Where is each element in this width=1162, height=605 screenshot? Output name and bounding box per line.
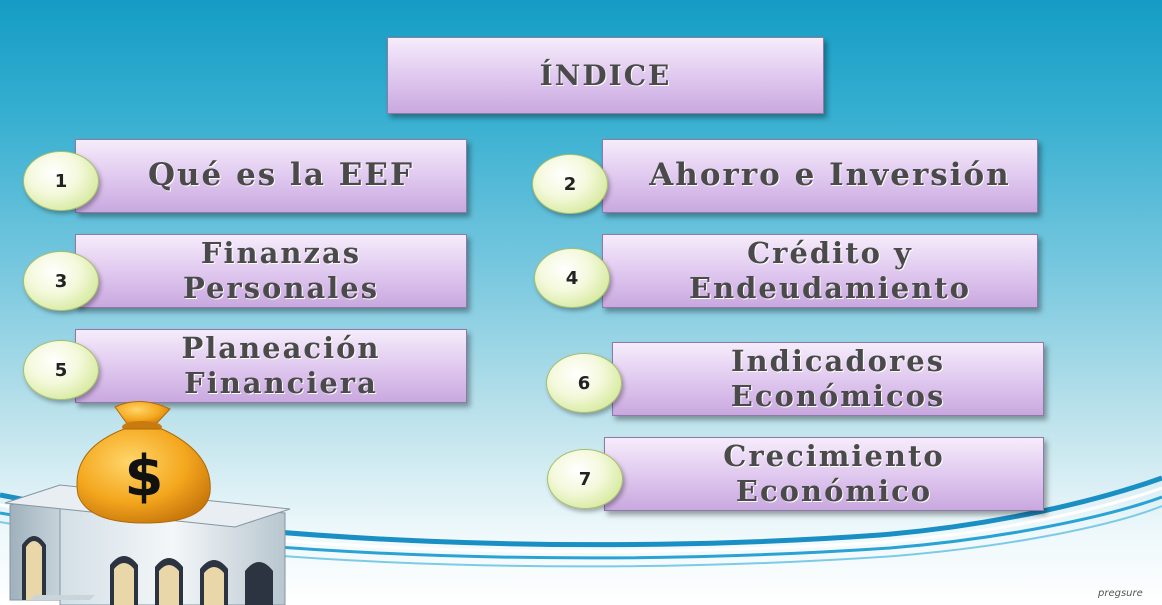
dollar-sign: $ <box>125 444 164 509</box>
index-item-credito-y-endeudamiento[interactable]: Crédito y Endeudamiento <box>602 234 1038 308</box>
bank-money-bag-icon: $ <box>4 401 291 605</box>
index-item-que-es-la-eef[interactable]: Qué es la EEF <box>75 139 467 213</box>
index-number-badge: 1 <box>23 151 99 211</box>
index-item-crecimiento-economico[interactable]: Crecimiento Económico <box>604 437 1044 511</box>
index-item-label: Planeación Financiera <box>181 331 381 400</box>
index-item-label: Indicadores Económicos <box>730 344 946 413</box>
index-number-badge: 6 <box>546 353 622 413</box>
index-item-indicadores-economicos[interactable]: Indicadores Económicos <box>612 342 1044 416</box>
index-number-badge: 5 <box>23 340 99 400</box>
index-number-badge: 2 <box>532 154 608 214</box>
index-item-ahorro-e-inversion[interactable]: Ahorro e Inversión <box>602 139 1038 213</box>
index-item-planeacion-financiera[interactable]: Planeación Financiera <box>75 329 467 403</box>
index-number-badge: 7 <box>547 449 623 509</box>
watermark: pregsure <box>1098 588 1143 599</box>
index-item-label: Ahorro e Inversión <box>649 157 1011 194</box>
index-item-finanzas-personales[interactable]: Finanzas Personales <box>75 234 467 308</box>
index-item-label: Crecimiento Económico <box>723 439 945 508</box>
index-item-label: Crédito y Endeudamiento <box>688 236 972 305</box>
index-item-label: Finanzas Personales <box>182 236 380 305</box>
index-number-badge: 4 <box>534 248 610 308</box>
index-number-badge: 3 <box>23 251 99 311</box>
index-title: ÍNDICE <box>387 37 824 114</box>
index-item-label: Qué es la EEF <box>148 157 414 194</box>
